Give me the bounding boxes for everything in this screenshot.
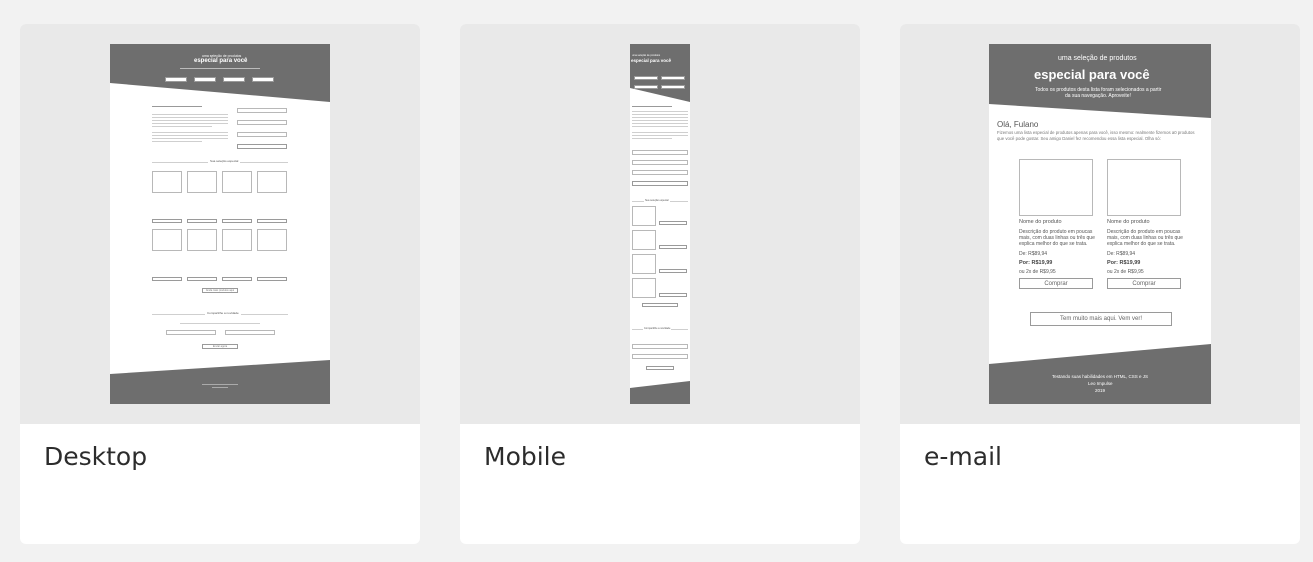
desktop-section-title: Sua seleção especial: [208, 159, 241, 163]
mobile-share-title: Compartilhe a novidade: [643, 327, 672, 330]
email-footer-line2: Leo Impulse: [1088, 381, 1113, 386]
email-product-name: Nome do produto: [1107, 219, 1150, 225]
email-subtitle-line2: da sua navegação. Aproveite!: [1065, 93, 1131, 99]
email-product-installments: ou 2x de R$9,95: [1019, 269, 1056, 275]
email-thumbnail: uma seleção de produtos especial para vo…: [900, 24, 1300, 424]
template-card-mobile[interactable]: uma seleção de produtos especial para vo…: [460, 24, 860, 544]
card-title-desktop: Desktop: [44, 442, 148, 471]
email-more-button: Tem muito mais aqui. Vem ver!: [1030, 312, 1172, 326]
desktop-more-button: Ainda mais produtos aqui: [202, 288, 238, 293]
template-card-desktop[interactable]: uma seleção de produtos especial para vo…: [20, 24, 420, 544]
email-footer-line3: 2019: [1095, 388, 1106, 393]
email-product-image: [1107, 159, 1181, 216]
email-product-desc: explica melhor do que se trata.: [1019, 241, 1088, 247]
email-product-price: Por: R$19,99: [1019, 260, 1053, 266]
email-bands: [989, 44, 1211, 404]
email-product-old-price: De: R$89,94: [1019, 251, 1048, 257]
email-intro-line1: Fizemos uma lista especial de produtos a…: [997, 130, 1195, 135]
email-product-price: Por: R$19,99: [1107, 260, 1141, 266]
mobile-section-title: Sua seleção especial: [644, 199, 670, 202]
email-product-buy-button: Comprar: [1019, 278, 1093, 289]
desktop-share-title: Compartilhe a novidade: [205, 311, 241, 315]
desktop-page-preview: uma seleção de produtos especial para vo…: [110, 44, 330, 404]
mobile-thumbnail: uma seleção de produtos especial para vo…: [460, 24, 860, 424]
email-page-preview: uma seleção de produtos especial para vo…: [989, 44, 1211, 404]
desktop-send-button: Enviar agora: [202, 344, 238, 349]
mobile-headline: especial para você: [631, 58, 672, 63]
email-product-image: [1019, 159, 1093, 216]
email-product-buy-button: Comprar: [1107, 278, 1181, 289]
email-product-old-price: De: R$89,94: [1107, 251, 1136, 257]
email-product-installments: ou 2x de R$9,95: [1107, 269, 1144, 275]
mobile-page-preview: uma seleção de produtos especial para vo…: [630, 44, 690, 404]
email-greeting: Olá, Fulano: [997, 120, 1039, 129]
email-product-desc: mais, com duas linhas ou três que: [1019, 235, 1095, 241]
mobile-kicker: uma seleção de produtos: [632, 54, 661, 57]
email-intro-line2: que você pode gostar. Seu amigo Daniel f…: [997, 136, 1161, 141]
card-title-email: e-mail: [924, 442, 1002, 471]
card-title-mobile: Mobile: [484, 442, 567, 471]
email-product-desc: mais, com duas linhas ou três que: [1107, 235, 1183, 241]
desktop-bands: [110, 44, 330, 404]
desktop-kicker: uma seleção de produtos: [202, 54, 242, 58]
desktop-thumbnail: uma seleção de produtos especial para vo…: [20, 24, 420, 424]
email-kicker: uma seleção de produtos: [1058, 55, 1137, 62]
email-headline: especial para você: [1034, 67, 1150, 82]
template-card-email[interactable]: uma seleção de produtos especial para vo…: [900, 24, 1300, 544]
email-product-desc: Descrição do produto em poucas: [1107, 229, 1181, 235]
email-footer-line1: Testando suas habilidades em HTML, CSS e…: [1052, 374, 1149, 379]
desktop-headline: especial para você: [194, 58, 248, 64]
email-subtitle-line1: Todos os produtos desta lista foram sele…: [1035, 87, 1162, 93]
email-product-desc: Descrição do produto em poucas: [1019, 229, 1093, 235]
email-product-desc: explica melhor do que se trata.: [1107, 241, 1176, 247]
email-product-name: Nome do produto: [1019, 219, 1062, 225]
